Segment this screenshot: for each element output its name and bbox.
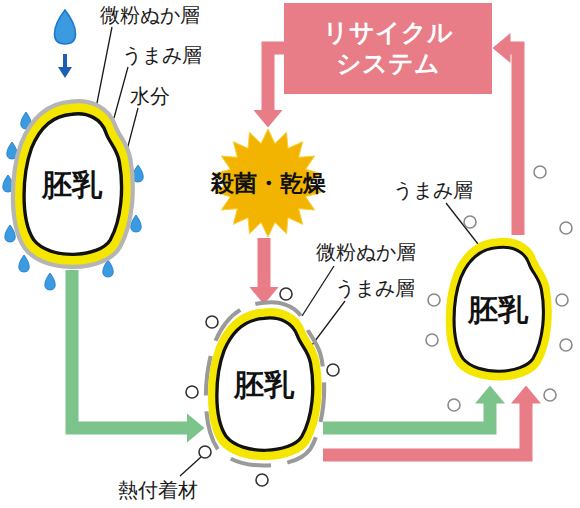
bran-layer-fragments xyxy=(206,302,324,465)
layer-label: 水分 xyxy=(130,84,170,108)
particle xyxy=(556,294,568,306)
particle xyxy=(199,446,211,458)
umami-layer xyxy=(21,109,125,259)
grain-label: 胚乳 xyxy=(468,291,528,329)
particle xyxy=(426,334,438,346)
grain-label: 胚乳 xyxy=(42,166,102,204)
water-drop xyxy=(55,10,76,78)
layer-label: 熱付着材 xyxy=(118,478,198,502)
flow-arrow xyxy=(258,238,271,287)
rice-grain: 胚乳 xyxy=(12,100,132,270)
layer-label: 微粉ぬか層 xyxy=(316,240,416,264)
particle xyxy=(560,222,572,234)
box-title: リサイクル システム xyxy=(294,17,482,80)
leader-line xyxy=(127,108,138,150)
drop-arrow-head xyxy=(58,67,72,78)
drop-arrow xyxy=(63,54,67,68)
flow-arrow xyxy=(72,270,187,428)
leader-line xyxy=(302,266,334,316)
particle xyxy=(464,216,476,228)
endosperm-outline xyxy=(217,318,313,450)
layer-label: うまみ層 xyxy=(335,276,415,300)
particle xyxy=(534,166,546,178)
layer-label: うまみ層 xyxy=(393,178,473,202)
particle xyxy=(280,288,292,300)
heat-adhesive-particles xyxy=(186,288,339,486)
endosperm-outline xyxy=(24,114,121,255)
released-particles xyxy=(426,166,572,411)
umami-layer xyxy=(214,314,316,455)
endosperm-outline xyxy=(454,247,543,371)
leader-line xyxy=(96,27,112,108)
particle xyxy=(327,364,339,376)
connectors xyxy=(72,48,526,455)
leader-line xyxy=(446,203,478,244)
particle xyxy=(428,294,440,306)
leader-line xyxy=(180,457,201,476)
flow-arrow xyxy=(323,403,526,455)
leader-lines xyxy=(96,27,478,476)
flow-arrow xyxy=(323,403,490,428)
process-label: 殺菌・乾燥 xyxy=(211,169,326,198)
particle xyxy=(256,474,268,486)
particle xyxy=(448,399,460,411)
rice-grain: 胚乳 xyxy=(443,235,553,385)
flow-arrow xyxy=(268,48,284,110)
sterilize-dry-burst: 殺菌・乾燥 xyxy=(195,128,342,238)
particle xyxy=(206,316,218,328)
recycle-system-box: リサイクル システム xyxy=(284,3,492,94)
particle xyxy=(544,389,556,401)
layer-label: うまみ層 xyxy=(122,43,202,67)
leader-line xyxy=(114,67,128,118)
leader-line xyxy=(312,301,345,345)
particle xyxy=(186,386,198,398)
grain-label: 胚乳 xyxy=(234,366,294,404)
bran-layer xyxy=(21,109,125,259)
rice-grain: 胚乳 xyxy=(205,305,323,465)
layer-label: 微粉ぬか層 xyxy=(100,3,200,27)
umami-layer xyxy=(451,243,546,375)
particle xyxy=(560,339,572,351)
flow-arrow xyxy=(510,48,518,235)
